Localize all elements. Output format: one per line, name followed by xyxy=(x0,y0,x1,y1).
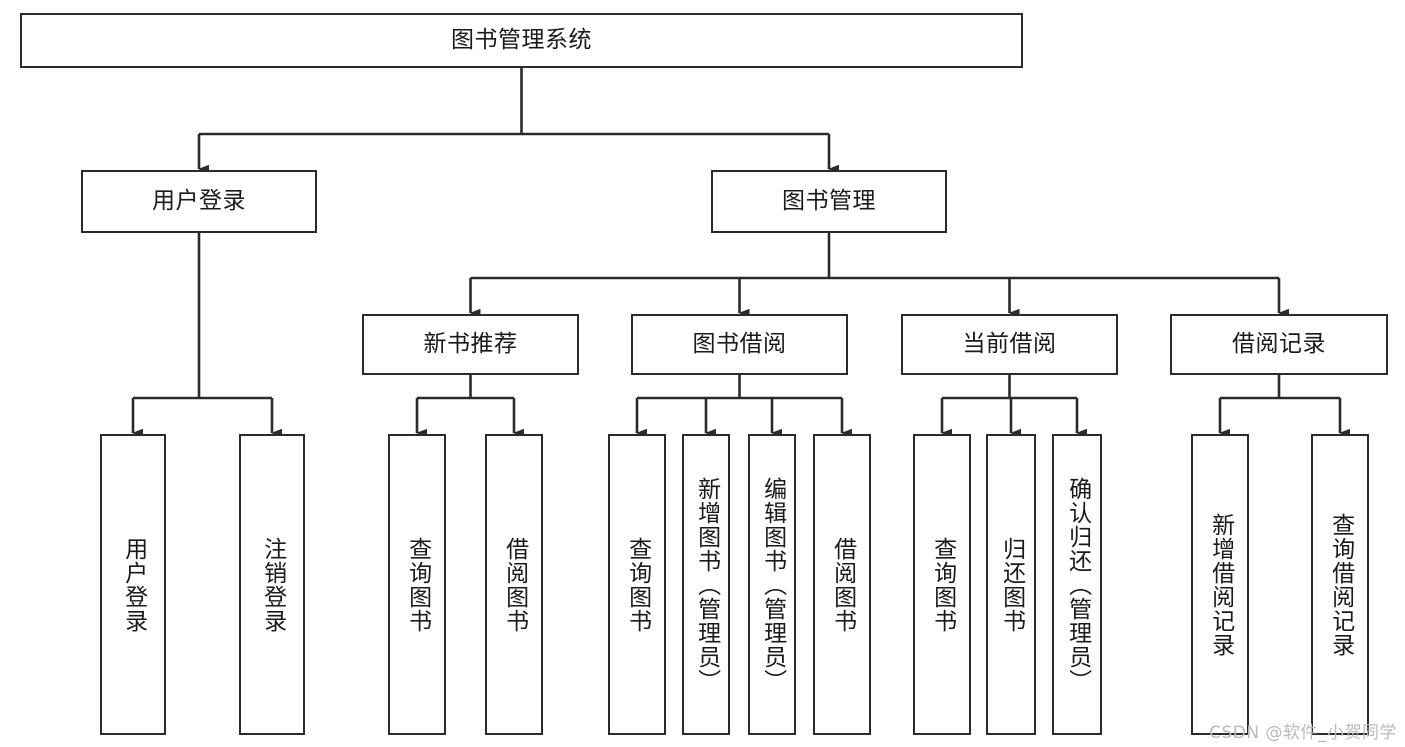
csdn-watermark: CSDN @软件_小贺同学 xyxy=(1209,723,1397,743)
leaf-label: 查询图书 xyxy=(404,536,431,633)
leaf-label: 归还图书 xyxy=(998,536,1025,633)
node-root-system[interactable]: 图书管理系统 xyxy=(20,13,1023,68)
node-label: 当前借阅 xyxy=(962,331,1057,358)
node-book-management[interactable]: 图书管理 xyxy=(711,170,947,233)
leaf-query-borrow-record[interactable]: 查询借阅记录 xyxy=(1311,434,1369,735)
leaf-query-book-borrowing[interactable]: 查询图书 xyxy=(608,434,666,735)
node-label: 图书管理 xyxy=(782,188,876,215)
node-book-borrowing[interactable]: 图书借阅 xyxy=(631,314,848,375)
leaf-query-book-recommend[interactable]: 查询图书 xyxy=(388,434,446,735)
leaf-user-login[interactable]: 用户登录 xyxy=(100,434,166,735)
leaf-confirm-return-admin[interactable]: 确认归还（管理员） xyxy=(1052,434,1102,735)
leaf-label: 新增借阅记录 xyxy=(1207,512,1234,657)
leaf-borrow-book-recommend[interactable]: 借阅图书 xyxy=(485,434,543,735)
leaf-edit-book-admin[interactable]: 编辑图书（管理员） xyxy=(748,434,796,735)
leaf-label: 确认归还（管理员） xyxy=(1064,476,1091,693)
leaf-label: 查询借阅记录 xyxy=(1327,512,1354,657)
leaf-query-book-current[interactable]: 查询图书 xyxy=(913,434,971,735)
node-label: 图书借阅 xyxy=(692,331,787,358)
leaf-label: 借阅图书 xyxy=(829,536,856,633)
node-current-borrowing[interactable]: 当前借阅 xyxy=(901,314,1118,375)
leaf-borrow-book-borrowing[interactable]: 借阅图书 xyxy=(813,434,871,735)
node-label: 图书管理系统 xyxy=(451,27,592,54)
leaf-label: 查询图书 xyxy=(929,536,956,633)
node-new-book-recommendation[interactable]: 新书推荐 xyxy=(362,314,579,375)
node-label: 借阅记录 xyxy=(1232,331,1326,358)
leaf-user-logout[interactable]: 注销登录 xyxy=(239,434,305,735)
leaf-label: 用户登录 xyxy=(120,536,147,633)
node-label: 用户登录 xyxy=(152,188,246,215)
leaf-label: 新增图书（管理员） xyxy=(693,476,720,693)
leaf-label: 查询图书 xyxy=(624,536,651,633)
node-user-login[interactable]: 用户登录 xyxy=(81,170,317,233)
node-borrowing-record[interactable]: 借阅记录 xyxy=(1170,314,1388,375)
leaf-add-borrow-record[interactable]: 新增借阅记录 xyxy=(1191,434,1249,735)
leaf-return-book[interactable]: 归还图书 xyxy=(986,434,1036,735)
leaf-label: 借阅图书 xyxy=(501,536,528,633)
node-label: 新书推荐 xyxy=(423,331,518,358)
leaf-add-book-admin[interactable]: 新增图书（管理员） xyxy=(682,434,730,735)
leaf-label: 注销登录 xyxy=(259,536,286,633)
leaf-label: 编辑图书（管理员） xyxy=(759,476,786,693)
